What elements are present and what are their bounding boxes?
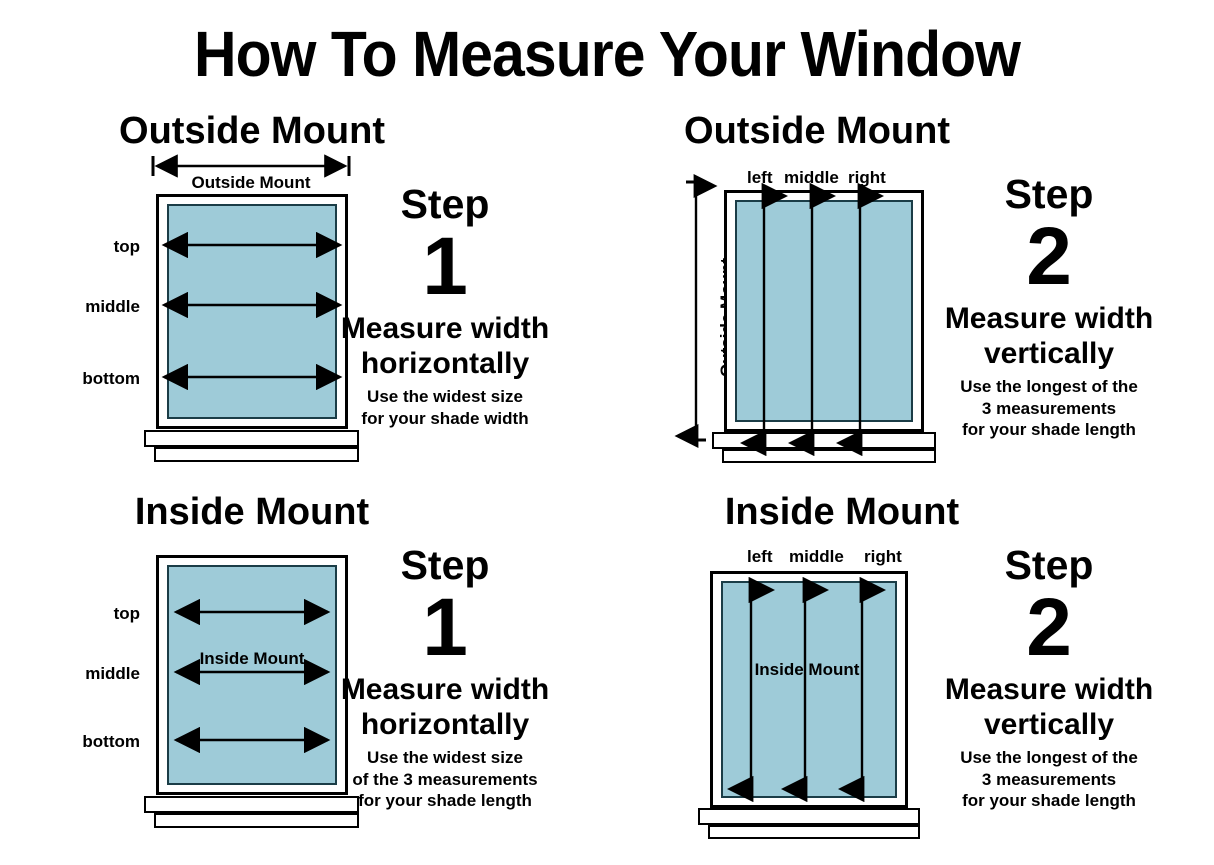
step-word: Step [1004,542,1094,588]
step-headline-line1: Measure width [340,312,550,346]
panel-inside-mount-step2: Inside Mount left middle right [672,491,1153,843]
step-subtext-line1: Use the widest size [367,387,523,407]
step-headline-line2: vertically [983,337,1115,371]
column-label-right: right [848,168,886,187]
step-subtext-line1: Use the longest of the [960,748,1138,768]
window-sill-upper [144,430,359,447]
row-label-bottom: bottom [82,732,140,751]
step-headline-line1: Measure width [944,302,1154,336]
row-label-middle: middle [85,297,140,316]
window-sill-upper [698,808,920,825]
step-headline-line2: vertically [983,708,1115,742]
step-subtext-line1: Use the longest of the [960,377,1138,397]
dimension-caption: Inside Mount [199,649,305,668]
step-word: Step [400,542,490,588]
panel-heading: Inside Mount [724,491,960,533]
step-block: Step 1 Measure width horizontally Use th… [330,542,560,811]
step-subtext-line2: 3 measurements [981,398,1117,418]
window-glass-pane [721,581,897,798]
row-label-middle: middle [85,664,140,683]
step-block: Step 2 Measure width vertically Use the … [934,542,1164,811]
window-glass-pane [735,200,913,422]
step-subtext-line3: for your shade length [358,790,532,810]
window-sill-upper [712,432,936,449]
step-headline-line1: Measure width [944,673,1154,707]
step-word: Step [1004,171,1094,217]
step-number: 1 [422,582,468,674]
column-label-left: left [747,547,773,566]
window-sill-lower [722,449,936,463]
step-headline-line1: Measure width [340,673,550,707]
column-label-middle: middle [784,168,839,187]
row-label-top: top [113,604,140,623]
step-subtext-line2: of the 3 measurements [352,769,538,789]
dimension-caption: Inside Mount [754,660,860,679]
step-number: 2 [1026,582,1072,674]
window-sill-lower [154,813,359,828]
row-label-top: top [113,237,140,256]
panel-heading: Outside Mount [684,110,950,152]
step-subtext-line3: for your shade length [962,419,1136,439]
column-label-middle: middle [789,547,844,566]
step-block: Step 1 Measure width horizontally Use th… [330,181,560,429]
step-headline-line2: horizontally [360,708,530,742]
step-subtext-line2: for your shade width [361,408,529,428]
step-number: 2 [1026,211,1072,303]
column-label-right: right [864,547,902,566]
step-headline-line2: horizontally [360,347,530,381]
step-subtext-line3: for your shade length [962,790,1136,810]
panel-inside-mount-step1: Inside Mount top middle bottom [82,493,562,843]
column-label-left: left [747,168,773,187]
window-sill-upper [144,796,359,813]
step-block: Step 2 Measure width vertically Use the … [934,171,1164,440]
step-subtext-line2: 3 measurements [981,769,1117,789]
panel-outside-mount-step1: Outside Mount Outside Mount [82,112,562,462]
dimension-caption: Outside Mount [191,173,311,192]
panel-outside-mount-step2: Outside Mount left middle right Outside … [672,112,1153,463]
window-sill-lower [708,825,920,839]
page-title: How To Measure Your Window [193,18,1021,90]
step-word: Step [400,181,490,227]
panel-heading: Inside Mount [134,491,370,533]
row-label-bottom: bottom [82,369,140,388]
window-glass-pane [167,204,337,419]
step-number: 1 [422,221,468,313]
window-sill-lower [154,447,359,462]
window-glass-pane [167,565,337,785]
panel-heading: Outside Mount [119,110,385,152]
step-subtext-line1: Use the widest size [367,748,523,768]
